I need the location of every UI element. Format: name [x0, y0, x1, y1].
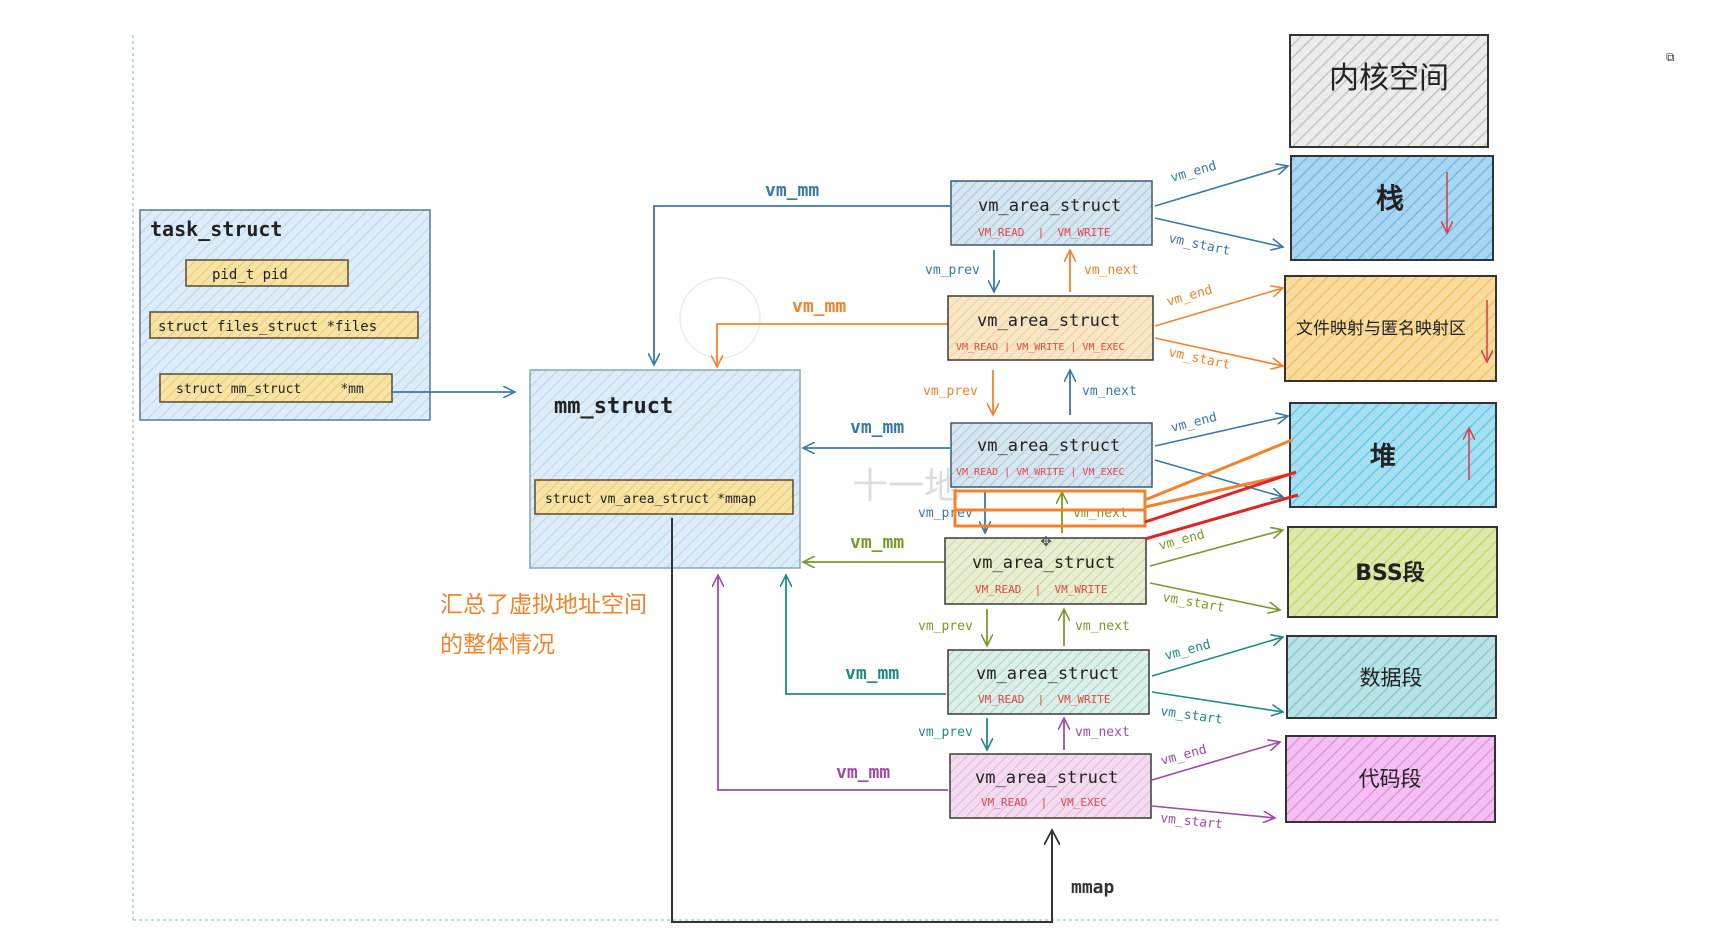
- vma-box-1: vm_area_struct VM_READ | VM_WRITE: [950, 180, 1153, 246]
- vm-mm-link-1: [654, 205, 950, 365]
- highlight-annotation: [953, 438, 1299, 541]
- vma-title-4: vm_area_struct: [972, 553, 1115, 573]
- range-arrows-3: vm_end: [1154, 410, 1288, 497]
- range-arrows-1: vm_end vm_start: [1154, 158, 1288, 259]
- region-label-bss: BSS段: [1355, 560, 1424, 586]
- vma-title-1: vm_area_struct: [978, 196, 1121, 216]
- summary-annotation: 汇总了虚拟地址空间 的整体情况: [440, 585, 647, 665]
- region-code: 代码段: [1285, 735, 1496, 823]
- vma-flags-2: VM_READ | VM_WRITE | VM_EXEC: [956, 342, 1125, 353]
- vma-box-3: vm_area_struct VM_READ | VM_WRITE | VM_E…: [950, 422, 1153, 488]
- vma-title-2: vm_area_struct: [977, 311, 1120, 331]
- mm-struct-title: mm_struct: [554, 394, 673, 419]
- region-label-stack: 栈: [1376, 182, 1404, 215]
- vma-box-6: vm_area_struct VM_READ | VM_EXEC: [949, 753, 1152, 819]
- vma-box-4: vm_area_struct VM_READ | VM_WRITE: [944, 537, 1147, 605]
- vm-mm-label-2: vm_mm: [792, 296, 846, 317]
- region-mmap: 文件映射与匿名映射区: [1284, 275, 1497, 382]
- vm-next-label-5: vm_next: [1075, 725, 1130, 740]
- vm-start-label-2: vm_start: [1167, 345, 1231, 373]
- vm-mm-label-3: vm_mm: [850, 417, 904, 438]
- vm-prev-label-4: vm_prev: [918, 619, 973, 634]
- move-cursor-icon: ✥: [1041, 530, 1052, 551]
- vma-title-3: vm_area_struct: [977, 436, 1120, 456]
- vma-flags-3: VM_READ | VM_WRITE | VM_EXEC: [956, 467, 1125, 478]
- vma-links-1-2: vm_prev vm_next: [925, 250, 1139, 292]
- vm-start-label-5: vm_start: [1159, 704, 1223, 728]
- vma-flags-4: VM_READ | VM_WRITE: [975, 583, 1107, 596]
- vm-start-label-1: vm_start: [1167, 231, 1231, 259]
- vm-mm-link-5: [786, 575, 946, 695]
- vma-links-4-5: vm_prev vm_next: [918, 609, 1130, 646]
- region-stack: 栈: [1290, 155, 1494, 261]
- vm-prev-label-3: vm_prev: [918, 506, 973, 521]
- region-label-kernel: 内核空间: [1329, 61, 1449, 96]
- mm-field-mmap: struct vm_area_struct *mmap: [545, 492, 756, 507]
- vm-mm-label-5: vm_mm: [845, 663, 899, 684]
- region-label-heap: 堆: [1370, 442, 1396, 472]
- vm-mm-label-4: vm_mm: [850, 532, 904, 553]
- vm-end-label-1: vm_end: [1169, 158, 1218, 185]
- task-struct-title: task_struct: [150, 217, 282, 241]
- vma-box-5: vm_area_struct VM_READ | VM_WRITE: [947, 649, 1150, 715]
- vm-end-label-4: vm_end: [1157, 527, 1206, 554]
- task-field-pid: pid_t pid: [212, 267, 288, 283]
- range-arrows-5: vm_end vm_start: [1151, 637, 1283, 728]
- vma-links-5-6: vm_prev vm_next: [918, 718, 1130, 750]
- highlight-pointer-orange-1: [1144, 438, 1293, 502]
- region-label-data: 数据段: [1360, 666, 1423, 690]
- vm-start-label-4: vm_start: [1161, 590, 1225, 616]
- vm-end-label-2: vm_end: [1165, 282, 1214, 309]
- mm-struct-box: mm_struct struct vm_area_struct *mmap: [529, 369, 801, 569]
- region-bss: BSS段: [1287, 526, 1498, 618]
- vm-prev-label-1: vm_prev: [925, 263, 980, 278]
- summary-line-2: 的整体情况: [440, 632, 555, 658]
- vma-flags-5: VM_READ | VM_WRITE: [978, 693, 1110, 706]
- range-arrows-2: vm_end vm_start: [1154, 282, 1283, 373]
- task-struct-box: task_struct pid_t pid struct files_struc…: [139, 209, 431, 421]
- vm-start-label-6: vm_start: [1160, 811, 1224, 832]
- summary-line-1: 汇总了虚拟地址空间: [440, 592, 647, 618]
- highlight-pointer-orange-2: [1144, 471, 1297, 509]
- region-heap: 堆: [1289, 402, 1497, 508]
- range-arrows-6: vm_end vm_start: [1151, 742, 1280, 833]
- region-label-mmap: 文件映射与匿名映射区: [1296, 319, 1466, 339]
- vma-links-2-3: vm_prev vm_next: [923, 370, 1137, 415]
- vm-prev-label-5: vm_prev: [918, 725, 973, 740]
- region-label-code: 代码段: [1359, 767, 1422, 791]
- vma-flags-6: VM_READ | VM_EXEC: [981, 796, 1107, 809]
- vm-next-label-3: vm_next: [1073, 506, 1128, 521]
- restore-window-icon[interactable]: ⧉: [1666, 50, 1675, 64]
- vm-next-label-4: vm_next: [1075, 619, 1130, 634]
- range-arrows-4: vm_end vm_start: [1149, 527, 1283, 616]
- task-field-mm: struct mm_struct *mm: [176, 382, 364, 397]
- region-kernel: 内核空间: [1289, 34, 1489, 148]
- vm-mm-link-6: [718, 575, 948, 791]
- vm-end-label-3: vm_end: [1169, 410, 1218, 436]
- vm-mm-link-2: [717, 323, 948, 367]
- vm-prev-label-2: vm_prev: [923, 384, 978, 399]
- mmap-label: mmap: [1071, 877, 1115, 898]
- region-data: 数据段: [1286, 635, 1497, 719]
- vm-mm-label-6: vm_mm: [836, 762, 890, 783]
- task-field-files: struct files_struct *files: [158, 319, 377, 335]
- highlight-pointer-red-1: [1144, 470, 1297, 524]
- vma-box-2: vm_area_struct VM_READ | VM_WRITE | VM_E…: [947, 295, 1154, 361]
- vma-title-5: vm_area_struct: [976, 664, 1119, 684]
- watermark-text: 十一地: [852, 466, 960, 507]
- vm-next-label-1: vm_next: [1084, 263, 1139, 278]
- faint-circle: [679, 277, 761, 359]
- vm-next-label-2: vm_next: [1082, 384, 1137, 399]
- vma-flags-1: VM_READ | VM_WRITE: [978, 226, 1110, 239]
- vm-mm-label-1: vm_mm: [765, 180, 819, 201]
- vma-title-6: vm_area_struct: [975, 768, 1118, 788]
- highlight-pointer-red-2: [1144, 493, 1299, 541]
- mmap-arrow: [671, 518, 1052, 923]
